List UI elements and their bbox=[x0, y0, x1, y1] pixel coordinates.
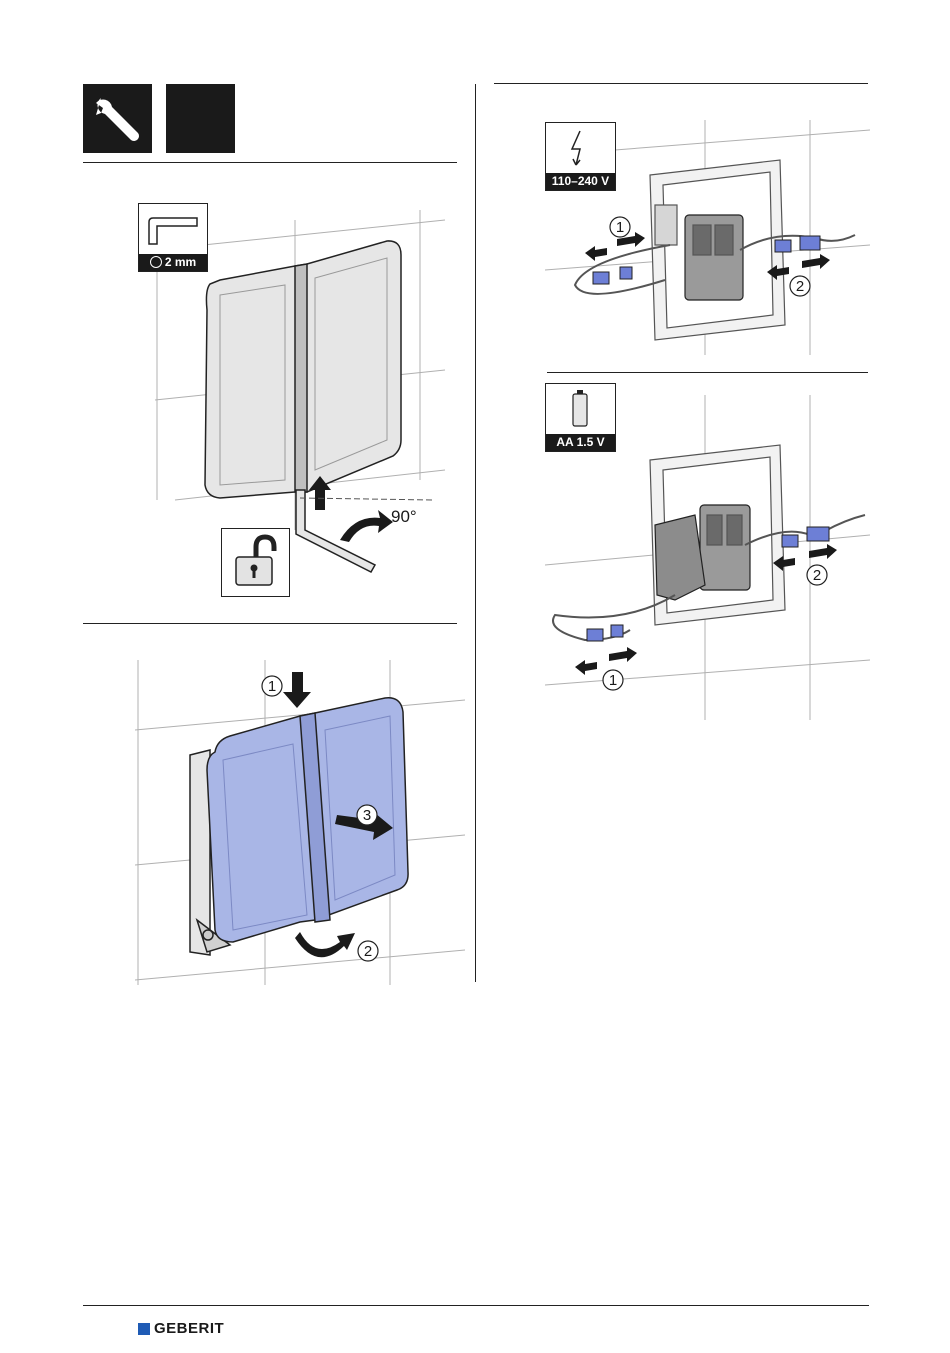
unlock-icon bbox=[222, 529, 288, 595]
step2-illustration: 1 2 3 bbox=[135, 660, 465, 985]
rotation-label: 90° bbox=[391, 507, 417, 526]
battery-box: AA 1.5 V bbox=[545, 383, 616, 452]
tilt-arrow-icon bbox=[295, 932, 355, 957]
divider bbox=[83, 162, 457, 163]
divider bbox=[83, 623, 457, 624]
footer-rule bbox=[83, 1305, 869, 1306]
hex-key-icon bbox=[139, 204, 206, 256]
lightning-icon bbox=[546, 123, 614, 173]
column-divider bbox=[475, 84, 476, 982]
flush-plate bbox=[205, 241, 401, 498]
divider bbox=[547, 372, 868, 373]
divider bbox=[494, 83, 868, 84]
step-number: 1 bbox=[609, 672, 617, 689]
brand-logo: GEBERIT bbox=[138, 1320, 224, 1337]
installation-box bbox=[650, 160, 785, 340]
battery-label: AA 1.5 V bbox=[546, 434, 615, 451]
hex-key bbox=[296, 490, 375, 572]
power-supply-box: 110–240 V bbox=[545, 122, 616, 191]
unlock-box bbox=[221, 528, 290, 597]
arrow-down-icon bbox=[283, 672, 311, 708]
size-icon bbox=[150, 256, 162, 268]
rotate-arrow-icon bbox=[340, 510, 393, 542]
brand-name: GEBERIT bbox=[154, 1320, 224, 1337]
blank-icon bbox=[166, 84, 235, 153]
logo-square-icon bbox=[138, 1323, 150, 1335]
step-number: 1 bbox=[616, 219, 624, 236]
step-number: 2 bbox=[796, 278, 804, 295]
step-number: 1 bbox=[268, 678, 276, 695]
battery-icon bbox=[546, 384, 614, 434]
wrench-icon bbox=[83, 84, 152, 153]
step-number: 2 bbox=[813, 567, 821, 584]
step-number: 3 bbox=[363, 807, 371, 824]
step-number: 2 bbox=[364, 943, 372, 960]
hex-key-tool-box: 2 mm bbox=[138, 203, 208, 272]
tool-size-label: 2 mm bbox=[165, 255, 196, 269]
power-label: 110–240 V bbox=[546, 173, 615, 190]
